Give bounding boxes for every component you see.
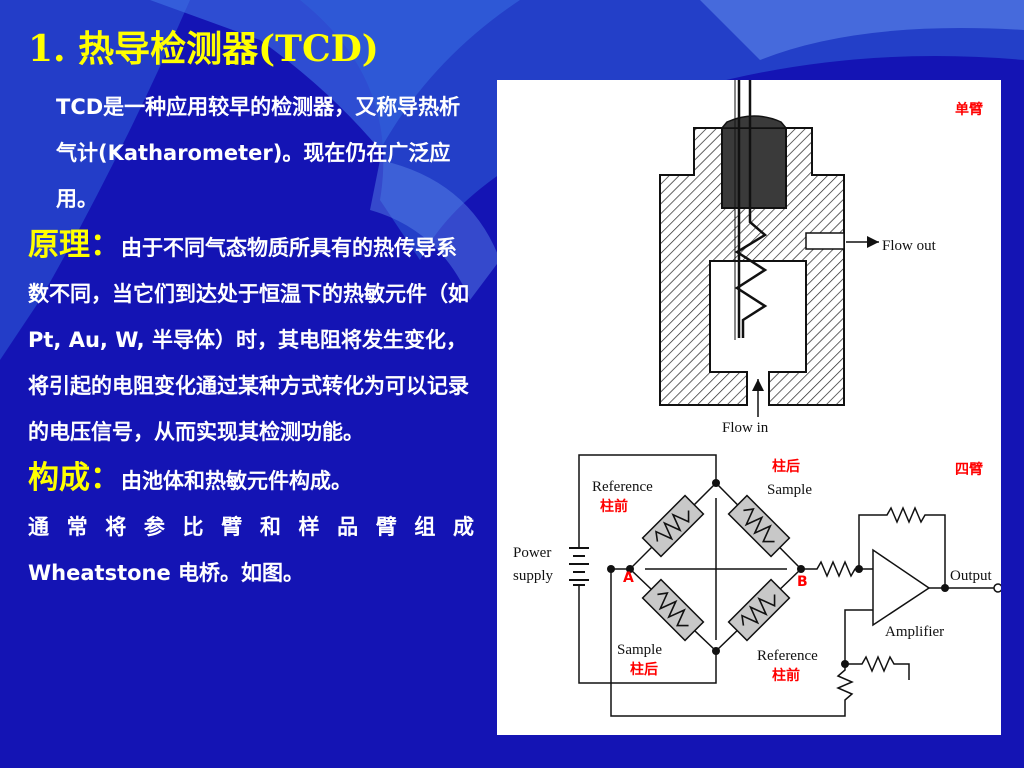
- bridge-nodes: [607, 479, 1001, 668]
- structure-paragraph: 构成：由池体和热敏元件构成。: [28, 455, 474, 504]
- sample-bottom-cn-label: 柱后: [630, 661, 658, 678]
- output-label: Output: [950, 568, 993, 584]
- four-arm-label: 四臂: [955, 461, 983, 478]
- flow-out-label: Flow out: [882, 238, 937, 254]
- reference-bottom-label: Reference: [757, 648, 818, 664]
- structure-text: 由池体和热敏元件构成。: [121, 469, 352, 493]
- node-a-label: A: [623, 570, 634, 586]
- structure-heading: 构成：: [28, 460, 121, 496]
- structure-line-2: 通常将参比臂和样品臂组成: [28, 515, 474, 539]
- slide-title: 1. 热导检测器(TCD): [28, 28, 379, 70]
- flow-in-label: Flow in: [722, 420, 769, 436]
- single-arm-cell: [659, 80, 879, 417]
- intro-paragraph: TCD是一种应用较早的检测器，又称导热析气计(Katharometer)。现在仍…: [56, 95, 461, 211]
- slide-body: TCD是一种应用较早的检测器，又称导热析气计(Katharometer)。现在仍…: [28, 84, 474, 596]
- sample-top-cn-label: 柱后: [772, 458, 800, 475]
- power-supply-label-1: Power: [513, 545, 551, 561]
- amplifier-label: Amplifier: [885, 624, 944, 640]
- reference-bottom-cn-label: 柱前: [772, 667, 800, 684]
- tcd-diagram-panel: Flow out Flow in 单臂: [497, 80, 1001, 735]
- sample-top-label: Sample: [767, 482, 812, 498]
- reference-top-label: Reference: [592, 479, 653, 495]
- principle-heading: 原理：: [28, 227, 121, 263]
- single-arm-label: 单臂: [955, 101, 983, 118]
- tcd-diagram: Flow out Flow in 单臂: [513, 80, 1001, 717]
- sample-bottom-label: Sample: [617, 642, 662, 658]
- structure-line-3: Wheatstone 电桥。如图。: [28, 561, 305, 585]
- node-b-label: B: [797, 574, 808, 590]
- principle-paragraph: 原理：由于不同气态物质所具有的热传导系数不同，当它们到达处于恒温下的热敏元件（如…: [28, 222, 474, 455]
- wheatstone-bridge: [569, 454, 995, 717]
- reference-top-cn-label: 柱前: [600, 498, 628, 515]
- power-supply-label-2: supply: [513, 568, 554, 584]
- principle-text: 由于不同气态物质所具有的热传导系数不同，当它们到达处于恒温下的热敏元件（如Pt,…: [28, 236, 469, 444]
